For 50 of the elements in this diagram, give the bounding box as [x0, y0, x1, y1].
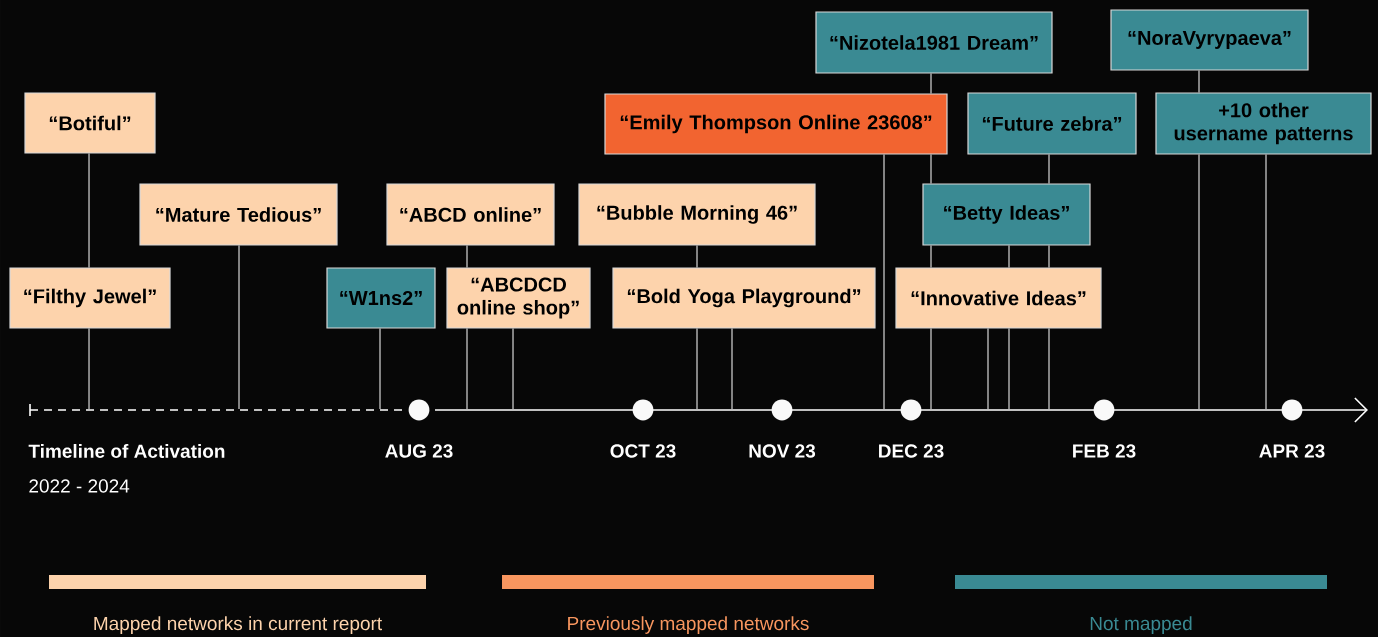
username-box: “Emily Thompson Online 23608”	[604, 93, 948, 155]
connector-line	[731, 328, 733, 410]
connector-line	[930, 154, 932, 184]
username-box: “ABCD online”	[386, 183, 555, 246]
month-label: APR 23	[1259, 444, 1325, 458]
connector-line	[1048, 328, 1050, 410]
username-box: “Filthy Jewel”	[9, 267, 171, 329]
username-box: “Betty Ideas”	[922, 183, 1091, 246]
connector-line	[1048, 245, 1050, 268]
username-box: “Botiful”	[24, 92, 156, 154]
connector-line	[930, 245, 932, 268]
connector-line	[88, 153, 90, 268]
connector-line	[466, 328, 468, 410]
connector-line	[1198, 70, 1200, 93]
username-box: “Mature Tedious”	[139, 183, 338, 246]
username-box: “ABCDCD online shop”	[446, 267, 591, 329]
connector-line	[1265, 154, 1267, 410]
connector-line	[379, 328, 381, 410]
connector-line	[512, 328, 514, 410]
date-range: 2022 - 2024	[29, 479, 130, 493]
connector-line	[1198, 154, 1200, 410]
connector-line	[238, 245, 240, 410]
legend-label: Not mapped	[1090, 616, 1192, 634]
connector-line	[930, 328, 932, 410]
username-box: +10 other username patterns	[1155, 92, 1372, 155]
connector-line	[1048, 154, 1050, 184]
month-label: FEB 23	[1073, 444, 1136, 458]
connector-line	[88, 328, 90, 410]
username-box: “Nizotela1981 Dream”	[815, 11, 1053, 74]
connector-line	[1008, 328, 1010, 410]
connector-line	[696, 328, 698, 410]
username-box: “NoraVyrypaeva”	[1110, 9, 1309, 71]
username-box: “Bubble Morning 46”	[578, 183, 816, 246]
username-box: “W1ns2”	[326, 267, 436, 329]
legend-label: Previously mapped networks	[568, 616, 809, 634]
username-box: “Future zebra”	[967, 92, 1137, 155]
legend-label: Mapped networks in current report	[94, 616, 382, 634]
connector-line	[466, 245, 468, 268]
username-box: “Bold Yoga Playground”	[612, 267, 876, 329]
month-label: OCT 23	[610, 444, 676, 458]
connector-line	[930, 73, 932, 94]
month-label: NOV 23	[749, 444, 816, 458]
connector-line	[987, 328, 989, 410]
month-label: DEC 23	[879, 444, 944, 458]
connector-line	[883, 154, 885, 410]
axis-title: Timeline of Activation	[28, 444, 225, 458]
username-box: “Innovative Ideas”	[895, 267, 1102, 329]
month-label: AUG 23	[385, 444, 453, 458]
connector-line	[1008, 245, 1010, 268]
connector-line	[696, 245, 698, 268]
